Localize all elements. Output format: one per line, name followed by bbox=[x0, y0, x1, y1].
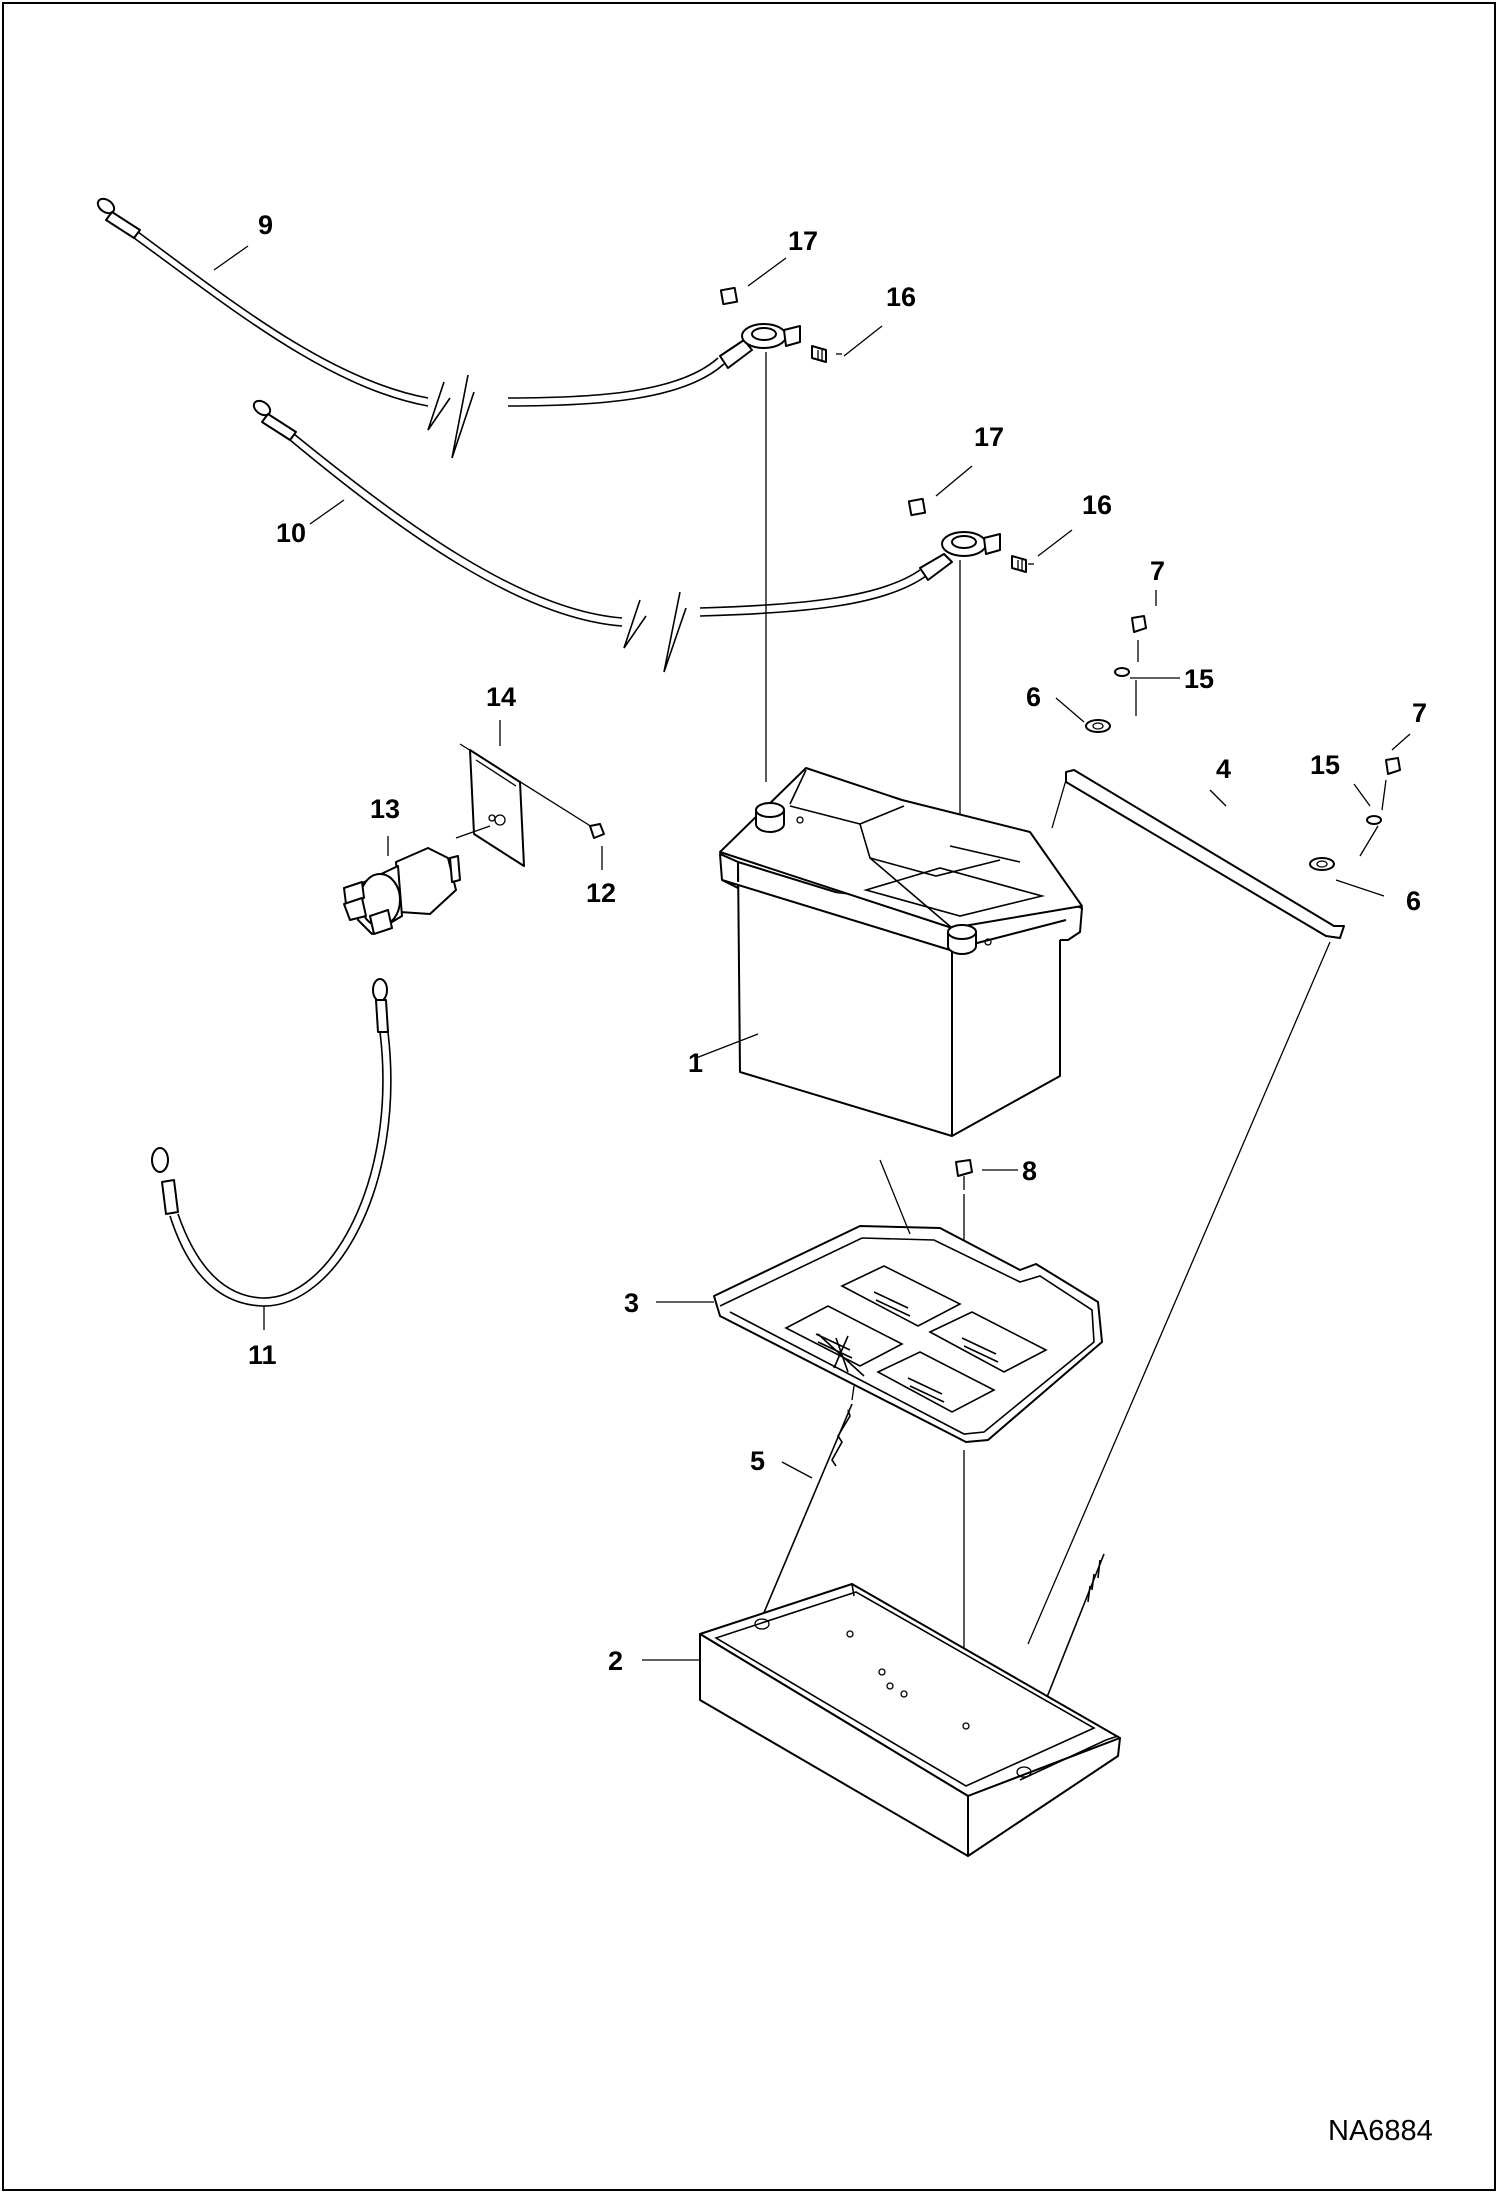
nut-17-b bbox=[907, 497, 927, 517]
callout-4: 4 bbox=[1216, 754, 1231, 784]
callout-9: 9 bbox=[258, 210, 273, 240]
figure-code: NA6884 bbox=[1328, 2115, 1433, 2147]
callout-5: 5 bbox=[750, 1446, 765, 1476]
callout-8: 8 bbox=[1022, 1156, 1037, 1186]
cable-11 bbox=[151, 978, 392, 1307]
washer-15-a bbox=[1114, 667, 1130, 677]
nut-7-a bbox=[1131, 615, 1147, 633]
callout-6-b: 6 bbox=[1406, 886, 1421, 916]
battery-tray-3 bbox=[713, 1159, 1103, 1726]
bolt-16-b bbox=[1011, 555, 1027, 573]
callout-15-b: 15 bbox=[1310, 750, 1340, 780]
hold-down-bar-4 bbox=[1027, 615, 1401, 1645]
callout-labels: 9 10 17 16 17 16 7 15 6 7 15 4 6 14 13 1… bbox=[248, 210, 1427, 1676]
callout-3: 3 bbox=[624, 1288, 639, 1318]
callout-12: 12 bbox=[586, 878, 616, 908]
bolt-12 bbox=[589, 823, 605, 839]
nut-7-b bbox=[1385, 757, 1401, 775]
terminal-clamp-9 bbox=[719, 286, 842, 782]
callout-13: 13 bbox=[370, 794, 400, 824]
cable-9 bbox=[96, 197, 753, 459]
callout-17-a: 17 bbox=[788, 226, 818, 256]
callout-10: 10 bbox=[276, 518, 306, 548]
callout-11: 11 bbox=[248, 1340, 277, 1370]
callout-15-a: 15 bbox=[1184, 664, 1214, 694]
callout-7-b: 7 bbox=[1412, 698, 1427, 728]
callout-1: 1 bbox=[688, 1048, 703, 1078]
callout-14: 14 bbox=[486, 682, 516, 712]
battery-1 bbox=[719, 767, 1083, 1137]
callout-6-a: 6 bbox=[1026, 682, 1041, 712]
bolt-16-a bbox=[811, 345, 827, 363]
cable-10 bbox=[252, 399, 953, 673]
callout-16-b: 16 bbox=[1082, 490, 1112, 520]
callout-7-a: 7 bbox=[1150, 556, 1165, 586]
leader-lines bbox=[213, 245, 1411, 1661]
callout-17-b: 17 bbox=[974, 422, 1004, 452]
callout-16-a: 16 bbox=[886, 282, 916, 312]
stud-5 bbox=[759, 1385, 855, 1623]
battery-base-2 bbox=[699, 1583, 1121, 1857]
disconnect-switch-13 bbox=[343, 743, 605, 935]
washer-15-b bbox=[1366, 815, 1382, 825]
nut-17-a bbox=[719, 286, 739, 306]
callout-2: 2 bbox=[608, 1646, 623, 1676]
